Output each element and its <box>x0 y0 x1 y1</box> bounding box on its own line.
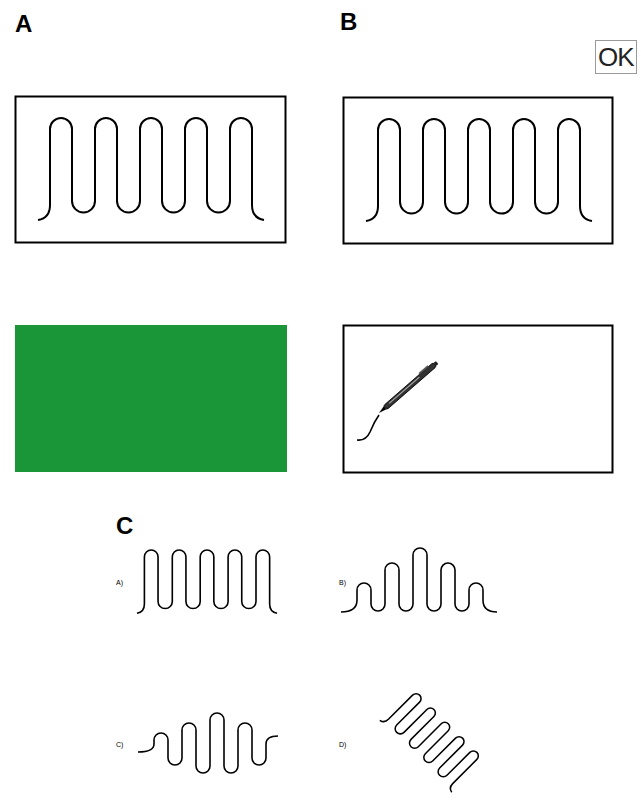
meander-figure <box>366 119 592 221</box>
panel-letter: B <box>340 10 357 34</box>
meander-figure <box>38 118 264 220</box>
green-screen <box>15 325 287 472</box>
option-label: B) <box>339 579 346 586</box>
pen-icon <box>376 359 439 415</box>
stimulus-frame <box>16 97 286 243</box>
meander-option <box>138 713 278 773</box>
meander-option <box>341 548 497 612</box>
button-text: OK <box>598 44 634 70</box>
meander-option <box>380 688 484 792</box>
option-label: A) <box>116 579 123 586</box>
panel-letter: C <box>116 514 133 538</box>
stimulus-frame <box>344 98 613 244</box>
drawn-trace <box>357 415 379 440</box>
drawing-frame <box>344 326 613 473</box>
panel-letter: A <box>15 12 32 36</box>
meander-option <box>137 550 277 613</box>
option-label: D) <box>339 741 346 748</box>
option-label: C) <box>116 741 123 748</box>
ok-button: OK <box>595 40 637 74</box>
